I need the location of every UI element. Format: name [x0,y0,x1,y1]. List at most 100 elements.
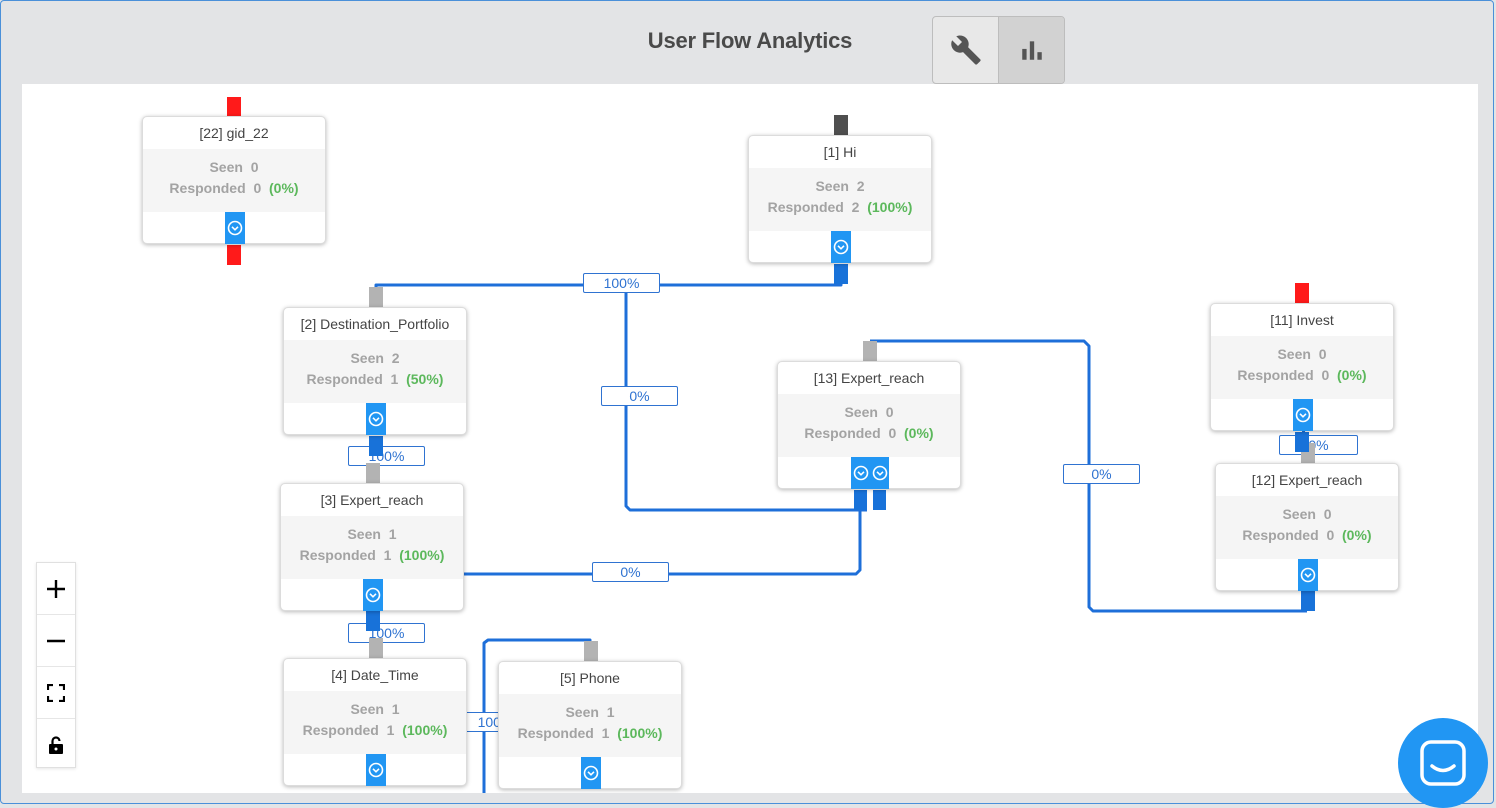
flow-node-12[interactable]: [12] Expert_reach Seen 0 Responded 0 (0%… [1215,463,1399,591]
chevron-down-circle-icon [1295,407,1311,423]
edge-label-11-12[interactable]: 0% [1279,435,1358,455]
edge-label-1-13[interactable]: 0% [601,386,678,406]
output-port-13-b[interactable] [873,490,886,510]
flow-node-11[interactable]: [11] Invest Seen 0 Responded 0 (0%) [1210,303,1394,431]
output-port-3[interactable] [366,611,380,631]
analytics-button[interactable] [998,17,1064,83]
seen-label: Seen [844,404,878,420]
expand-port[interactable] [1298,559,1318,591]
expand-port[interactable] [225,212,245,244]
node-title: [4] Date_Time [331,667,419,683]
seen-label: Seen [209,159,243,175]
node-title: [5] Phone [560,670,620,686]
edge-label-3-13[interactable]: 0% [592,562,669,582]
wrench-icon [950,35,981,65]
output-port-22[interactable] [227,245,241,265]
expand-port[interactable] [366,754,386,786]
node-title: [11] Invest [1270,312,1334,328]
chevron-down-circle-icon [1300,567,1316,583]
seen-count: 2 [856,178,865,194]
input-port-1[interactable] [834,115,848,135]
expand-port[interactable] [581,757,601,789]
minus-icon [47,639,65,642]
responded-count: 0 [888,425,897,441]
output-port-12[interactable] [1301,591,1315,611]
responded-label: Responded [767,199,844,215]
expand-port-a[interactable] [851,457,870,489]
chevron-down-circle-icon [853,465,868,481]
unlock-icon [49,735,63,754]
responded-count: 2 [851,199,860,215]
output-port-1[interactable] [834,264,848,284]
seen-count: 0 [885,404,894,420]
expand-port[interactable] [831,231,851,263]
flow-node-4[interactable]: [4] Date_Time Seen 1 Responded 1 (100%) [283,658,467,786]
seen-count: 0 [250,159,259,175]
node-stats: Seen 1 Responded 1 (100%) [281,516,463,579]
seen-count: 1 [606,704,615,720]
node-stats: Seen 1 Responded 1 (100%) [284,691,466,754]
responded-label: Responded [302,722,379,738]
seen-count: 1 [391,701,400,717]
flow-node-3[interactable]: [3] Expert_reach Seen 1 Responded 1 (100… [280,483,464,611]
flow-node-22[interactable]: [22] gid_22 Seen 0 Responded 0 (0%) [142,116,326,244]
input-port-3[interactable] [366,463,380,483]
expand-port[interactable] [363,579,383,611]
chevron-down-circle-icon [872,465,887,481]
expand-port[interactable] [366,403,386,435]
seen-label: Seen [565,704,599,720]
response-rate: (100%) [402,722,448,738]
edge-label-2-3[interactable]: 100% [348,446,425,466]
flow-canvas[interactable]: 100% 0% 100% 0% 0% 0% 100% 100% [22] gid… [22,84,1478,793]
output-port-11[interactable] [1295,432,1309,452]
flow-node-13[interactable]: [13] Expert_reach Seen 0 Responded 0 (0%… [777,361,961,489]
responded-count: 1 [390,371,399,387]
input-port-5[interactable] [584,641,598,661]
settings-button[interactable] [933,17,998,83]
seen-count: 0 [1318,346,1327,362]
response-rate: (0%) [1342,527,1372,543]
output-port-13-a[interactable] [854,490,867,510]
responded-count: 1 [601,725,610,741]
seen-count: 2 [391,350,400,366]
response-rate: (100%) [399,547,445,563]
expand-port-b[interactable] [870,457,889,489]
fit-view-button[interactable] [37,667,75,719]
chevron-down-circle-icon [583,765,599,781]
flow-node-5[interactable]: [5] Phone Seen 1 Responded 1 (100%) [498,661,682,789]
edge-label-13-12[interactable]: 0% [1063,464,1140,484]
zoom-in-button[interactable] [37,563,75,615]
output-port-2[interactable] [369,436,383,456]
chevron-down-circle-icon [368,411,384,427]
edge-label-3-4[interactable]: 100% [348,623,425,643]
seen-label: Seen [350,701,384,717]
chat-launcher-button[interactable] [1398,718,1488,808]
responded-count: 0 [1326,527,1335,543]
node-stats: Seen 1 Responded 1 (100%) [499,694,681,757]
edge-label-1-2[interactable]: 100% [583,273,660,293]
expand-port[interactable] [1293,399,1313,431]
lock-button[interactable] [37,719,75,770]
responded-count: 1 [386,722,395,738]
node-title: [22] gid_22 [199,125,269,141]
response-rate: (50%) [406,371,444,387]
seen-label: Seen [815,178,849,194]
input-port-11[interactable] [1295,283,1309,303]
node-title: [12] Expert_reach [1251,472,1363,488]
input-port-4[interactable] [369,638,383,658]
chevron-down-circle-icon [365,587,381,603]
seen-count: 1 [388,526,397,542]
responded-label: Responded [1242,527,1319,543]
input-port-13[interactable] [863,341,877,361]
zoom-out-button[interactable] [37,615,75,667]
responded-label: Responded [169,180,246,196]
input-port-2[interactable] [369,287,383,307]
flow-node-1[interactable]: [1] Hi Seen 2 Responded 2 (100%) [748,135,932,263]
flow-node-2[interactable]: [2] Destination_Portfolio Seen 2 Respond… [283,307,467,435]
seen-label: Seen [1277,346,1311,362]
seen-label: Seen [350,350,384,366]
view-toggle [932,16,1065,84]
chat-icon [1420,740,1466,786]
input-port-22[interactable] [227,97,241,117]
